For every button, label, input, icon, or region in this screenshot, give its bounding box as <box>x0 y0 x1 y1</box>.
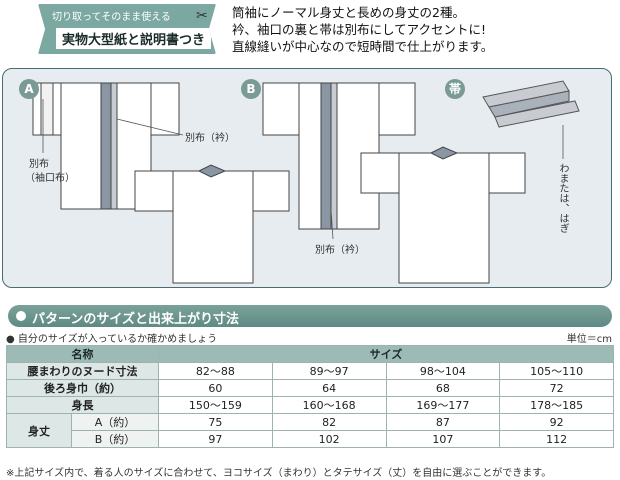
section-title: パターンのサイズと出来上がり寸法 <box>32 312 239 327</box>
label-collar-a: 別布（衿） <box>185 133 235 144</box>
row-label: 身長 <box>6 396 159 414</box>
table-cell: 150～159 <box>158 396 273 414</box>
table-cell: 169～177 <box>385 396 501 414</box>
table-cell: 112 <box>499 430 614 448</box>
table-cell: 87 <box>385 413 501 431</box>
intro-text: 筒袖にノーマル身丈と長めの身丈の2種。 衿、袖口の裏と帯は別布にしてアクセントに… <box>232 4 493 55</box>
table-row: 身長 150～159 160～168 169～177 178～185 <box>6 396 614 414</box>
row-sublabel: B（約） <box>71 430 159 448</box>
scissors-icon: ✂ <box>196 8 208 24</box>
obi-band-illustration <box>482 80 580 128</box>
table-cell: 98～104 <box>385 362 501 380</box>
label-obi: わまたは、はぎ <box>557 163 568 233</box>
table-cell: 89～97 <box>271 362 387 380</box>
table-cell: 82～88 <box>158 362 273 380</box>
label-cuff-line2: （袖口布） <box>25 173 75 184</box>
table-cell: 160～168 <box>271 396 387 414</box>
row-label: 腰まわりのヌード寸法 <box>6 362 159 380</box>
header-size: サイズ <box>158 345 614 363</box>
intro-line-2: 衿、袖口の裏と帯は別布にしてアクセントに! <box>232 22 487 37</box>
table-cell: 105～110 <box>499 362 614 380</box>
obi-badge: 帯 <box>445 79 465 99</box>
footnote: ※上記サイズ内で、着る人のサイズに合わせて、ヨコサイズ（まわり）とタテサイズ（丈… <box>6 468 552 479</box>
table-cell: 60 <box>158 379 273 397</box>
table-cell: 97 <box>158 430 273 448</box>
happi-b-back-illustration <box>360 146 526 284</box>
table-cell: 72 <box>499 379 614 397</box>
ribbon-subtitle: 切り取ってそのまま使える <box>52 12 171 23</box>
table-cell: 178～185 <box>499 396 614 414</box>
happi-a-back-illustration <box>134 164 290 284</box>
ribbon-title: 実物大型紙と説明書つき <box>56 28 212 49</box>
unit-label: 単位＝cm <box>566 334 612 345</box>
row-label: 後ろ身巾（約） <box>6 379 159 397</box>
table-row: B（約） 97 102 107 112 <box>7 430 614 448</box>
row-sublabel: A（約） <box>71 413 159 431</box>
garment-diagram-panel: A B 帯 別布（衿） 別布 （袖口布） 別布（衿） わまたは、はぎ <box>2 68 612 288</box>
intro-line-1: 筒袖にノーマル身丈と長めの身丈の2種。 <box>232 5 465 20</box>
section-header-bar: パターンのサイズと出来上がり寸法 <box>8 305 612 327</box>
row-label-mitake: 身丈 <box>6 413 72 448</box>
variant-b-badge: B <box>241 79 261 99</box>
table-cell: 107 <box>385 430 501 448</box>
table-cell: 82 <box>271 413 387 431</box>
bullet-icon <box>16 311 26 321</box>
table-row: 身丈 A（約） 75 82 87 92 <box>6 413 614 448</box>
size-table: 名称 サイズ 腰まわりのヌード寸法 82～88 89～97 98～104 105… <box>6 345 614 448</box>
intro-line-3: 直線縫いが中心なので短時間で仕上がります。 <box>232 39 494 54</box>
size-check-note: ● 自分のサイズが入っているか確かめましょう <box>6 334 218 345</box>
table-cell: 92 <box>499 413 614 431</box>
table-header-row: 名称 サイズ <box>6 345 614 363</box>
label-collar-b: 別布（衿） <box>315 245 365 256</box>
table-cell: 68 <box>385 379 501 397</box>
header-ribbon: 切り取ってそのまま使える 実物大型紙と説明書つき <box>38 4 216 54</box>
table-row: 腰まわりのヌード寸法 82～88 89～97 98～104 105～110 <box>6 362 614 380</box>
table-cell: 64 <box>271 379 387 397</box>
variant-a-badge: A <box>19 79 39 99</box>
table-cell: 75 <box>158 413 273 431</box>
garment-illustrations <box>32 80 580 284</box>
table-cell: 102 <box>271 430 387 448</box>
size-check-text: 自分のサイズが入っているか確かめましょう <box>17 334 218 345</box>
table-row: 後ろ身巾（約） 60 64 68 72 <box>6 379 614 397</box>
header-name: 名称 <box>6 345 159 363</box>
label-cuff-line1: 別布 <box>29 159 49 170</box>
